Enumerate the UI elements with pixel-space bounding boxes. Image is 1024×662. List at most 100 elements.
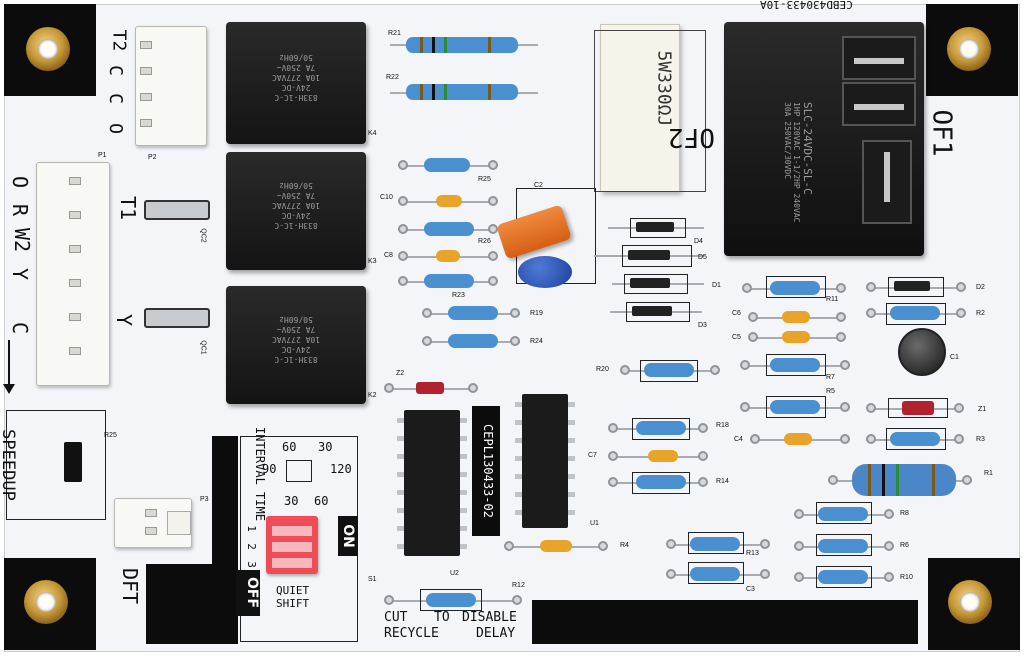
arrow-down-icon (8, 340, 10, 390)
ref-r25: R25 (478, 176, 491, 183)
interval-indicator (286, 460, 312, 482)
resistor-r2 (890, 306, 940, 320)
dip-toggle-1[interactable] (272, 526, 312, 536)
ref-c10: C10 (380, 194, 393, 201)
ref-r12: R12 (512, 582, 525, 589)
ref-c7: C7 (588, 452, 597, 459)
label-of1: OF1 (926, 109, 957, 157)
resistor-r24 (448, 334, 498, 348)
off-label: OFF (236, 570, 260, 616)
quick-connect-qc2[interactable] (144, 200, 210, 220)
interval-val-120: 120 (330, 462, 352, 476)
diode-d3 (632, 306, 672, 316)
jumper-j1[interactable] (64, 442, 82, 482)
label-delay: DELAY (476, 626, 516, 641)
ref-d2: D2 (976, 284, 985, 291)
ref-c3: R4 (620, 542, 629, 549)
ref-r18: R18 (716, 422, 729, 429)
ref-r5: R5 (826, 388, 835, 395)
top-edge-text: CEBD430433-10A (760, 0, 853, 11)
resistor-r8 (818, 539, 868, 553)
ref-z1: Z1 (978, 406, 987, 413)
ref-r2: R2 (976, 310, 985, 317)
resistor-r25 (424, 158, 470, 172)
ref-c6: C6 (732, 310, 741, 317)
ref-r22: R22 (386, 74, 399, 81)
ref-r11: R11 (826, 296, 839, 303)
ref-r20: R20 (596, 366, 609, 373)
ref-u1: U1 (590, 520, 599, 527)
big-relay-rating2: 30A 250VAC/30VDC (783, 102, 792, 180)
quiet-shift-label: QUIET SHIFT (276, 584, 310, 610)
label-t1: T1 (116, 195, 141, 221)
resistor-r10 (690, 537, 740, 551)
connector-p2[interactable] (135, 26, 207, 146)
resistor-r18 (636, 421, 686, 435)
mount-hole-top-left (26, 27, 70, 71)
label-of2: OF2 (668, 122, 715, 152)
power-resistor: 5W330ΩJ (600, 24, 680, 192)
silk-block-bottom (532, 600, 918, 644)
dip-toggle-3[interactable] (272, 558, 312, 568)
diode-d2 (894, 281, 930, 291)
ic-u1 (515, 394, 575, 528)
ref-c8: C8 (384, 252, 393, 259)
ref-r21: R21 (388, 30, 401, 37)
dip-switch-s1[interactable] (266, 516, 318, 574)
label-cut: CUT (384, 610, 408, 625)
capacitor-c6 (782, 311, 810, 323)
arrow-head (3, 384, 15, 394)
ref-d1: D1 (712, 282, 721, 289)
ref-c2: C2 (534, 182, 543, 189)
capacitor-c10 (436, 195, 462, 207)
resistor-r13 (690, 567, 740, 581)
ref-s1: S1 (368, 576, 377, 583)
ref-r6: R10 (900, 574, 913, 581)
ref-r23: R23 (452, 292, 465, 299)
resistor-r14 (636, 475, 686, 489)
resistor-r20 (644, 363, 694, 377)
mount-hole-bottom-left (24, 580, 68, 624)
ref-p1: P1 (98, 152, 107, 159)
ic-label-plate (472, 406, 500, 536)
capacitor-c4 (784, 433, 812, 445)
power-resistor-outline (594, 30, 706, 192)
label-speedup: SPEEDUP (0, 429, 18, 501)
connector-p3[interactable] (114, 498, 192, 548)
ref-z2: Z2 (396, 370, 405, 377)
mount-hole-bottom-right (948, 580, 992, 624)
label-p1-w2: W2 (10, 227, 35, 253)
quick-connect-qc1[interactable] (144, 308, 210, 328)
interval-val-30a: 30 (318, 440, 333, 454)
connector-p1[interactable] (36, 162, 110, 386)
diode-d5 (628, 250, 670, 260)
label-c1: C (104, 65, 126, 76)
ref-u2: U2 (450, 570, 459, 577)
ref-r8: R6 (900, 542, 909, 549)
resistor-r5 (770, 400, 820, 414)
capacitor-blue (518, 256, 572, 288)
ref-r1: R1 (984, 470, 993, 477)
resistor-r7 (770, 358, 820, 372)
resistor-r11 (770, 281, 820, 295)
label-y: Y (112, 313, 137, 327)
ref-r14: R14 (716, 478, 729, 485)
ref-c4: C4 (734, 436, 743, 443)
ref-k3: K3 (368, 258, 377, 265)
switch-num-1: 1 (244, 525, 258, 532)
label-p1-r: R (8, 203, 33, 217)
label-p1-c: C (8, 321, 33, 335)
dip-toggle-2[interactable] (272, 542, 312, 552)
resistor-r4 (818, 507, 868, 521)
diode-d1 (630, 278, 670, 288)
electrolytic-c1 (898, 328, 946, 376)
ref-r10: R13 (746, 550, 759, 557)
interval-val-60a: 60 (282, 440, 297, 454)
ref-c1: C1 (950, 354, 959, 361)
resistor-r1 (852, 464, 956, 496)
ref-r3: R3 (976, 436, 985, 443)
label-p1-y: Y (8, 267, 33, 281)
ref-r13: C3 (746, 586, 755, 593)
resistor-r6 (818, 570, 868, 584)
big-relay-rating1: 1HP 120VAC 1-1/2HP 240VAC (792, 102, 801, 223)
